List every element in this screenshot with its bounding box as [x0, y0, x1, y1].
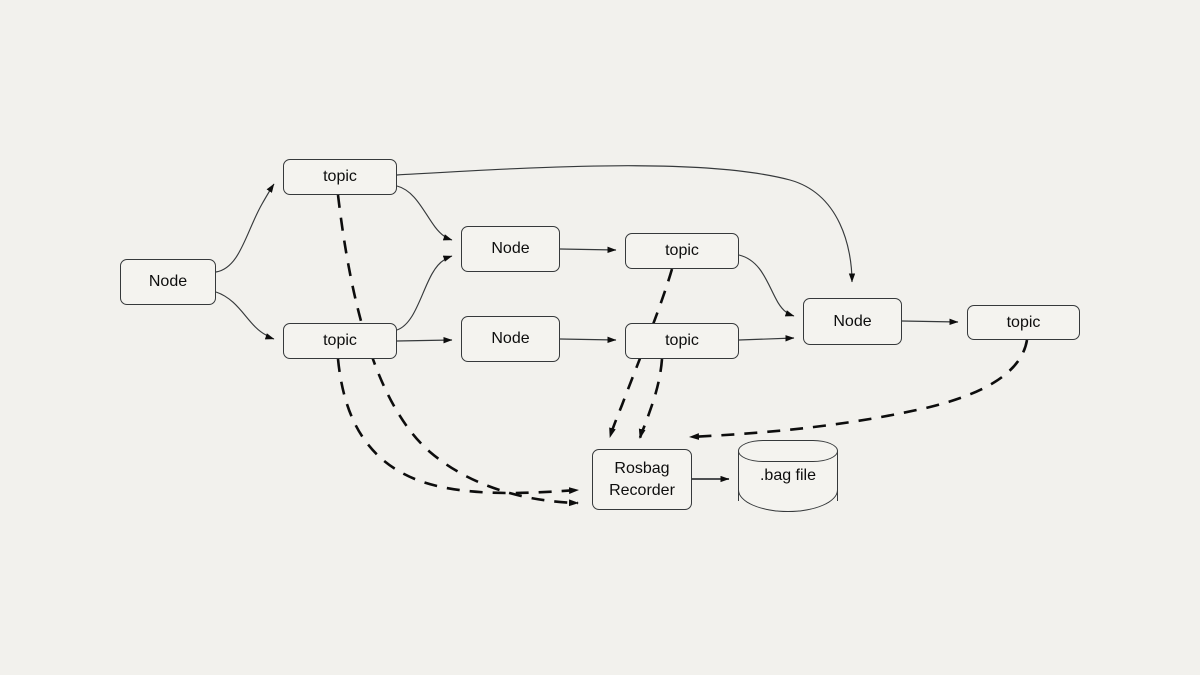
topic-box-topic-e[interactable]: topic	[967, 305, 1080, 340]
topic-box-topic-a[interactable]: topic	[283, 159, 397, 195]
node-label: Node	[833, 312, 872, 330]
rosbag-recorder-box[interactable]: Rosbag Recorder	[592, 449, 692, 510]
node-box-node-lower[interactable]: Node	[461, 316, 560, 362]
edge-topic-b-to-node-lower	[396, 336, 453, 344]
edge-topic-b-to-rosbag-dashed	[336, 358, 579, 495]
node-box-node-source[interactable]: Node	[120, 259, 216, 305]
edge-node-sink-to-topic-e	[901, 318, 959, 326]
edge-topic-a-to-node-upper	[396, 185, 453, 241]
bag-file-label: .bag file	[759, 467, 817, 484]
edge-node-upper-to-topic-c	[559, 246, 617, 254]
topic-label: topic	[665, 332, 699, 350]
edge-topic-e-to-rosbag-dashed	[689, 339, 1029, 440]
edge-topic-d-to-rosbag-dashed	[638, 358, 664, 439]
node-label: Node	[148, 273, 188, 291]
node-label: Node	[491, 240, 530, 258]
topic-label: topic	[323, 332, 357, 350]
edge-topic-d-to-node-sink	[738, 335, 795, 342]
topic-label: topic	[323, 168, 357, 186]
topic-box-topic-b[interactable]: topic	[283, 323, 397, 359]
edge-topic-b-to-node-upper	[396, 255, 453, 331]
topic-label: topic	[665, 242, 699, 260]
topic-label: topic	[1006, 313, 1041, 331]
node-box-node-upper[interactable]: Node	[461, 226, 560, 272]
edge-topic-c-to-node-sink	[738, 254, 795, 317]
cylinder-top	[738, 440, 838, 462]
edge-node-source-to-topic-a	[215, 183, 275, 273]
bag-file-cylinder[interactable]: .bag file	[738, 440, 838, 512]
node-box-node-sink[interactable]: Node	[803, 298, 902, 345]
topic-box-topic-d[interactable]: topic	[625, 323, 739, 359]
rosbag-recorder-label: Rosbag Recorder	[609, 460, 675, 499]
edge-node-source-to-topic-b	[215, 291, 275, 340]
node-label: Node	[491, 330, 530, 348]
edge-node-lower-to-topic-d	[559, 336, 617, 344]
topic-box-topic-c[interactable]: topic	[625, 233, 739, 269]
